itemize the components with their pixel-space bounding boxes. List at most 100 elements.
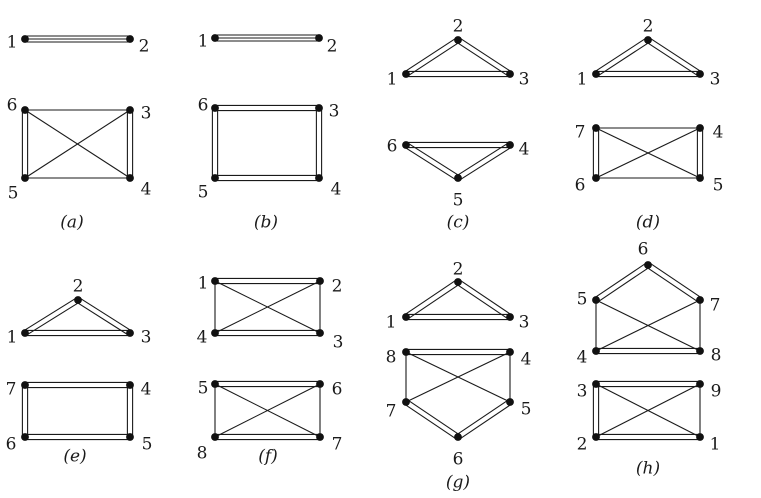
vertex-5 [454,174,462,182]
edge-4-5-double [696,128,704,178]
vertex-label-2: 2 [453,260,464,280]
edge-1-2-double [215,277,320,285]
edge-line-6-5-0 [407,142,460,177]
panel-label-e: (e) [63,447,86,467]
vertex-label-4: 4 [521,350,532,370]
edge-line-5-3-0 [24,109,131,179]
edge-5-4-double [215,174,319,182]
vertex-5 [21,174,29,182]
vertex-label-3: 3 [141,328,152,348]
edge-2-3-double [76,297,132,336]
vertex-3 [592,380,600,388]
edge-7-6-double [21,385,29,437]
edge-line-1-2-0 [404,279,457,316]
vertex-label-9: 9 [711,382,722,402]
edge-6-5-double [456,399,512,440]
vertex-label-1: 1 [7,328,18,348]
edge-6-3-double [215,104,319,112]
edge-1-3-double [406,70,510,78]
vertex-label-4: 4 [197,328,208,348]
vertex-5 [696,174,704,182]
vertex-label-4: 4 [577,348,588,368]
vertex-label-1: 1 [7,33,18,53]
edge-line-1-2-0 [404,37,457,73]
edge-line-1-2-0 [594,37,647,73]
vertex-7 [316,433,324,441]
edge-3-9-double [596,380,700,388]
edge-line-6-5-1 [459,403,512,440]
edge-line-7-6-1 [404,403,457,440]
edge-line-2-3-1 [456,41,509,77]
vertex-label-2: 2 [577,435,588,455]
vertex-label-2: 2 [139,37,150,57]
edge-4-5-double [456,142,512,181]
panel-label-d: (d) [636,213,660,233]
vertex-8 [402,348,410,356]
vertex-2 [454,278,462,286]
vertex-7 [592,124,600,132]
vertex-3 [316,329,324,337]
edge-7-6-double [404,399,460,440]
edge-1-2-double [23,297,80,336]
vertex-3 [506,313,514,321]
vertex-label-5: 5 [198,379,209,399]
edge-line-5-6-0 [594,262,647,299]
panel-label-h: (h) [636,459,660,479]
edge-8-7-double [215,433,320,441]
edge-6-5-double [211,108,219,178]
edge-line-6-7-0 [649,262,702,299]
vertex-label-3: 3 [141,104,152,124]
edge-4-5-double [126,385,134,437]
vertex-label-1: 1 [387,70,398,90]
vertex-label-1: 1 [386,313,397,333]
vertex-label-6: 6 [638,240,649,260]
edge-line-2-3-0 [79,297,132,332]
vertex-label-6: 6 [387,137,398,157]
vertex-label-7: 7 [710,296,721,316]
edge-8-4-double [406,348,510,356]
edge-1-2-double [404,279,460,320]
vertex-label-5: 5 [198,183,209,203]
vertex-label-5: 5 [453,191,464,211]
edge-line-2-3-1 [646,41,699,77]
edge-7-4-double [25,381,130,389]
vertex-label-7: 7 [386,402,397,422]
edge-3-4-double [315,108,323,178]
vertex-2 [74,296,82,304]
edge-4-8-double [596,347,700,355]
panel-label-b: (b) [254,213,278,233]
edge-6-5-double [404,142,460,181]
edge-6-4-double [406,141,510,149]
edge-line-4-7-0 [405,351,511,403]
vertex-label-8: 8 [197,444,208,464]
edge-5-6-double [594,262,650,303]
vertex-4 [126,174,134,182]
vertex-2 [126,35,134,43]
vertex-4 [696,124,704,132]
edge-4-7-single [595,299,701,352]
vertex-label-2: 2 [73,277,84,297]
vertex-label-3: 3 [329,102,340,122]
vertex-label-6: 6 [575,176,586,196]
vertex-3 [506,70,514,78]
panel-label-c: (c) [447,213,470,233]
vertex-3 [126,106,134,114]
edge-1-3-double [596,70,700,78]
edge-6-5-double [21,110,29,178]
vertex-2 [454,36,462,44]
panel-label-a: (a) [60,213,83,233]
vertex-label-1: 1 [577,70,588,90]
vertex-5 [126,433,134,441]
vertex-4 [592,347,600,355]
edge-4-7-single [405,351,511,403]
edge-1-2-triple [25,35,130,43]
vertex-5 [592,296,600,304]
edge-line-2-3-1 [456,283,509,320]
vertex-label-8: 8 [711,346,722,366]
vertex-label-7: 7 [6,380,17,400]
